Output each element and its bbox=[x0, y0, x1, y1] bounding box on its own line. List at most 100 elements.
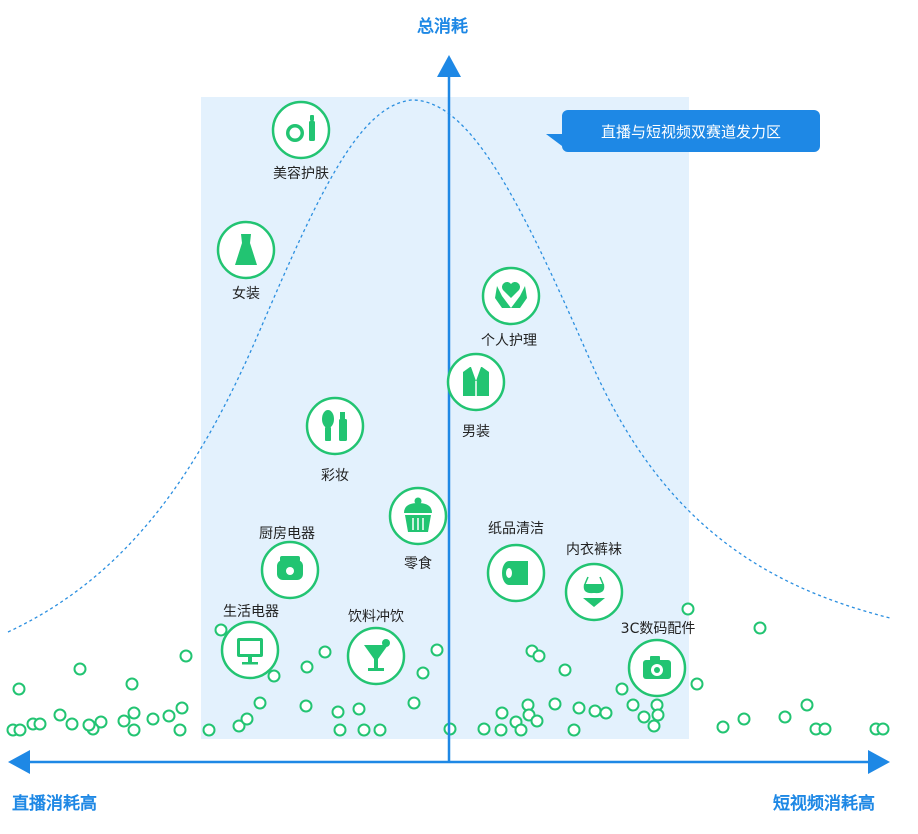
scatter-dot bbox=[690, 677, 704, 691]
node-beverages bbox=[346, 626, 406, 686]
scatter-dot bbox=[651, 708, 665, 722]
node-mens-clothing bbox=[446, 352, 506, 412]
monitor-icon bbox=[237, 638, 263, 665]
label-kitchen-appliances: 厨房电器 bbox=[259, 526, 315, 542]
scatter-dot bbox=[162, 709, 176, 723]
scatter-dot bbox=[65, 717, 79, 731]
scatter-dot bbox=[647, 719, 661, 733]
scatter-dot bbox=[357, 723, 371, 737]
scatter-dot bbox=[494, 723, 508, 737]
suit-icon bbox=[463, 367, 489, 396]
scatter-dot bbox=[173, 723, 187, 737]
scatter-dots bbox=[6, 602, 890, 737]
x-axis-arrow-left bbox=[8, 750, 30, 774]
x-axis-arrow-right bbox=[868, 750, 890, 774]
scatter-dot bbox=[430, 643, 444, 657]
scatter-dot bbox=[407, 696, 421, 710]
node-beauty-skincare bbox=[271, 100, 331, 160]
scatter-dot bbox=[253, 696, 267, 710]
distribution-curve bbox=[7, 99, 891, 633]
scatter-dot bbox=[146, 712, 160, 726]
scatter-dot bbox=[125, 677, 139, 691]
scatter-dot bbox=[117, 714, 131, 728]
node-snacks bbox=[388, 486, 448, 546]
scatter-dot bbox=[53, 708, 67, 722]
scatter-dot bbox=[267, 669, 281, 683]
scatter-dot bbox=[876, 722, 890, 736]
scatter-dot bbox=[82, 718, 96, 732]
scatter-dot bbox=[778, 710, 792, 724]
node-kitchen-appliances bbox=[260, 540, 320, 600]
scatter-dot bbox=[588, 704, 602, 718]
label-beauty-skincare: 美容护肤 bbox=[273, 166, 329, 182]
tissue-roll-icon bbox=[502, 561, 528, 585]
scatter-dot bbox=[373, 723, 387, 737]
node-home-appliances bbox=[220, 620, 280, 680]
node-personal-care bbox=[481, 266, 541, 326]
label-mens-clothing: 男装 bbox=[462, 424, 490, 440]
scatter-dot bbox=[637, 710, 651, 724]
label-beverages: 饮料冲饮 bbox=[348, 609, 404, 625]
node-3c-accessories bbox=[627, 638, 687, 698]
scatter-dot bbox=[299, 699, 313, 713]
scatter-dot bbox=[127, 723, 141, 737]
scatter-dot bbox=[94, 715, 108, 729]
scatter-dot bbox=[599, 706, 613, 720]
bra-icon bbox=[583, 576, 605, 607]
y-axis-arrow bbox=[437, 55, 461, 77]
scatter-dot bbox=[530, 714, 544, 728]
scatter-dot bbox=[33, 717, 47, 731]
scatter-dot bbox=[532, 649, 546, 663]
scatter-dot bbox=[558, 663, 572, 677]
scatter-dot bbox=[626, 698, 640, 712]
callout-label: 直播与短视频双赛道发力区 bbox=[546, 110, 820, 152]
x-axis-title-right: 短视频消耗高 bbox=[773, 794, 875, 814]
camera-icon bbox=[643, 656, 671, 679]
scatter-dot bbox=[416, 666, 430, 680]
label-personal-care: 个人护理 bbox=[481, 333, 537, 349]
scatter-dot bbox=[12, 682, 26, 696]
makeup-brush-icon bbox=[322, 410, 347, 441]
label-womens-clothing: 女装 bbox=[232, 286, 260, 302]
scatter-dot bbox=[681, 602, 695, 616]
node-paper-cleaning bbox=[486, 543, 546, 603]
scatter-dot bbox=[232, 719, 246, 733]
scatter-dot bbox=[127, 706, 141, 720]
scatter-dot bbox=[495, 706, 509, 720]
label-home-appliances: 生活电器 bbox=[223, 604, 279, 620]
scatter-dot bbox=[333, 723, 347, 737]
node-makeup bbox=[305, 396, 365, 456]
scatter-dot bbox=[13, 723, 27, 737]
scatter-dot bbox=[514, 723, 528, 737]
label-snacks: 零食 bbox=[404, 556, 432, 572]
scatter-dot bbox=[214, 623, 228, 637]
scatter-dot bbox=[202, 723, 216, 737]
scatter-dot bbox=[331, 705, 345, 719]
scatter-dot bbox=[737, 712, 751, 726]
cupcake-icon bbox=[404, 497, 432, 532]
node-underwear bbox=[564, 562, 624, 622]
scatter-dot bbox=[477, 722, 491, 736]
dress-icon bbox=[235, 234, 257, 265]
label-3c-accessories: 3C数码配件 bbox=[620, 621, 696, 637]
scatter-dot bbox=[300, 660, 314, 674]
scatter-dot bbox=[818, 722, 832, 736]
scatter-dot bbox=[179, 649, 193, 663]
x-axis-title-left: 直播消耗高 bbox=[12, 794, 97, 814]
cocktail-icon bbox=[364, 639, 390, 671]
scatter-dot bbox=[318, 645, 332, 659]
heart-hands-icon bbox=[495, 282, 527, 308]
focus-zone bbox=[201, 97, 689, 739]
compact-lipstick-icon bbox=[286, 115, 315, 142]
scatter-dot bbox=[240, 712, 254, 726]
scatter-dot bbox=[352, 702, 366, 716]
rice-cooker-icon bbox=[277, 556, 303, 580]
label-makeup: 彩妆 bbox=[321, 468, 349, 484]
label-underwear: 内衣裤袜 bbox=[566, 542, 622, 558]
scatter-dot bbox=[572, 701, 586, 715]
node-womens-clothing bbox=[216, 220, 276, 280]
y-axis-title: 总消耗 bbox=[417, 17, 468, 37]
label-paper-cleaning: 纸品清洁 bbox=[488, 521, 544, 537]
